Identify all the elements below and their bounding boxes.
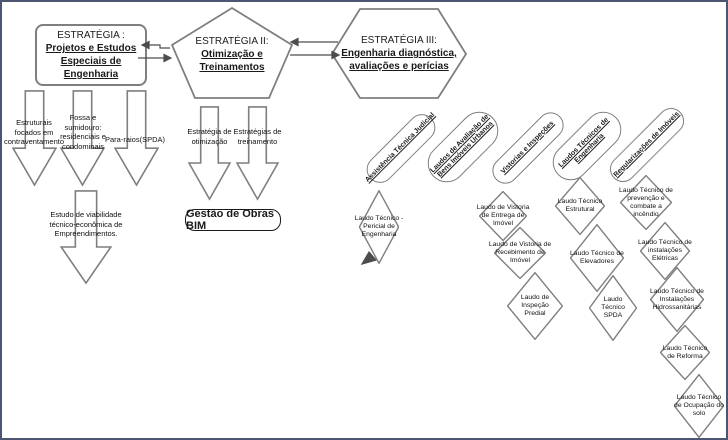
diamond-shape-icon xyxy=(479,191,527,241)
pill-assistencia-judicial: Assistência Técnica Judicial xyxy=(361,108,441,188)
diamond-laudo-reforma: Laudo Técnico de Reforma xyxy=(660,325,710,380)
down-arrow-spda-icon xyxy=(114,90,159,187)
down-arrow-viability-icon xyxy=(60,190,112,285)
left-arrow1-label: Estruturais focados em contraventamento xyxy=(3,118,65,146)
diamond-laudo-incendio: Laudo Técnico de prevenção e combate a i… xyxy=(619,175,673,230)
diamond-shape-icon xyxy=(650,267,704,332)
bim-result-box: Gestão de Obras BIM xyxy=(185,208,281,232)
diamond-laudo-ocupacao: Laudo Técnico de Ocupação do solo xyxy=(674,374,724,438)
diamond-shape-icon xyxy=(359,190,399,264)
strategy3-hexagon: ESTRATÉGIA III: Engenharia diagnóstica, … xyxy=(330,7,468,100)
down-arrow-otimizacao-icon xyxy=(188,106,231,201)
diamond-laudo-hidrossanitarias: Laudo Técnico de Instalações Hidrossanit… xyxy=(650,267,704,332)
diamond-shape-icon xyxy=(674,374,724,438)
left-arrow4-label: Estudo de viabilidade técnico-econômica … xyxy=(49,210,123,238)
down-arrow-fossa-icon xyxy=(60,90,105,187)
strategy2-heading: ESTRATÉGIA II: xyxy=(195,36,269,47)
strategy2-title: Otimização e Treinamentos xyxy=(199,49,265,73)
diamond-vistoria-recebimento: Laudo de Vistoria de Recebimento de Imóv… xyxy=(489,227,551,279)
diamond-laudo-spda: Laudo Técnico SPDA xyxy=(589,275,637,341)
mid-arrow1-label: Estratégia de otimização xyxy=(187,127,232,146)
left-arrow3-label: Para-raios(SPDA) xyxy=(104,135,165,144)
bim-result-label: Gestão de Obras BIM xyxy=(186,208,275,232)
diamond-shape-icon xyxy=(507,272,563,340)
diamond-laudo-estrutural: Laudo Técnico Estrutural xyxy=(555,177,605,235)
diamond-shape-icon xyxy=(620,175,672,230)
mid-arrow2-label: Estratégias de treinamento xyxy=(233,127,282,146)
diamond-shape-icon xyxy=(494,227,546,279)
down-arrow-treinamento-icon xyxy=(236,106,279,201)
diamond-laudo-eletricas: Laudo Técnico de instalações Elétricas xyxy=(638,222,692,280)
left-arrow2-label: Fossa e sumidouro: residenciais e condom… xyxy=(60,113,106,151)
strategy2-pentagon: ESTRATÉGIA II: Otimização e Treinamentos xyxy=(170,6,294,100)
diamond-shape-icon xyxy=(660,325,710,380)
strategy1-title: Projetos e Estudos Especiais de Engenhar… xyxy=(45,43,137,80)
diamond-laudo-pericial: Laudo Técnico - Pericial de Engenharia xyxy=(355,190,403,264)
pentagon-shape-icon xyxy=(170,6,294,100)
diamond-shape-icon xyxy=(640,222,690,280)
diamond-shape-icon xyxy=(570,224,624,292)
diamond-laudo-elevadores: Laudo Técnico de Elevadores xyxy=(570,224,624,292)
diamond-shape-icon xyxy=(555,177,605,235)
strategy1-heading: ESTRATÉGIA : xyxy=(57,30,125,41)
diamond-shape-icon xyxy=(589,275,637,341)
strategy3-title: Engenharia diagnóstica, avaliações e per… xyxy=(341,48,457,72)
down-arrow-structural-icon xyxy=(12,90,57,187)
strategy1-box: ESTRATÉGIA : Projetos e Estudos Especiai… xyxy=(35,24,147,86)
strategy3-heading: ESTRATÉGIA III: xyxy=(361,35,437,46)
diamond-vistoria-entrega: Laudo de Vistoria de Entrega de Imóvel xyxy=(477,191,529,241)
diamond-inspecao-predial: Laudo de Inspeção Predial xyxy=(507,272,563,340)
